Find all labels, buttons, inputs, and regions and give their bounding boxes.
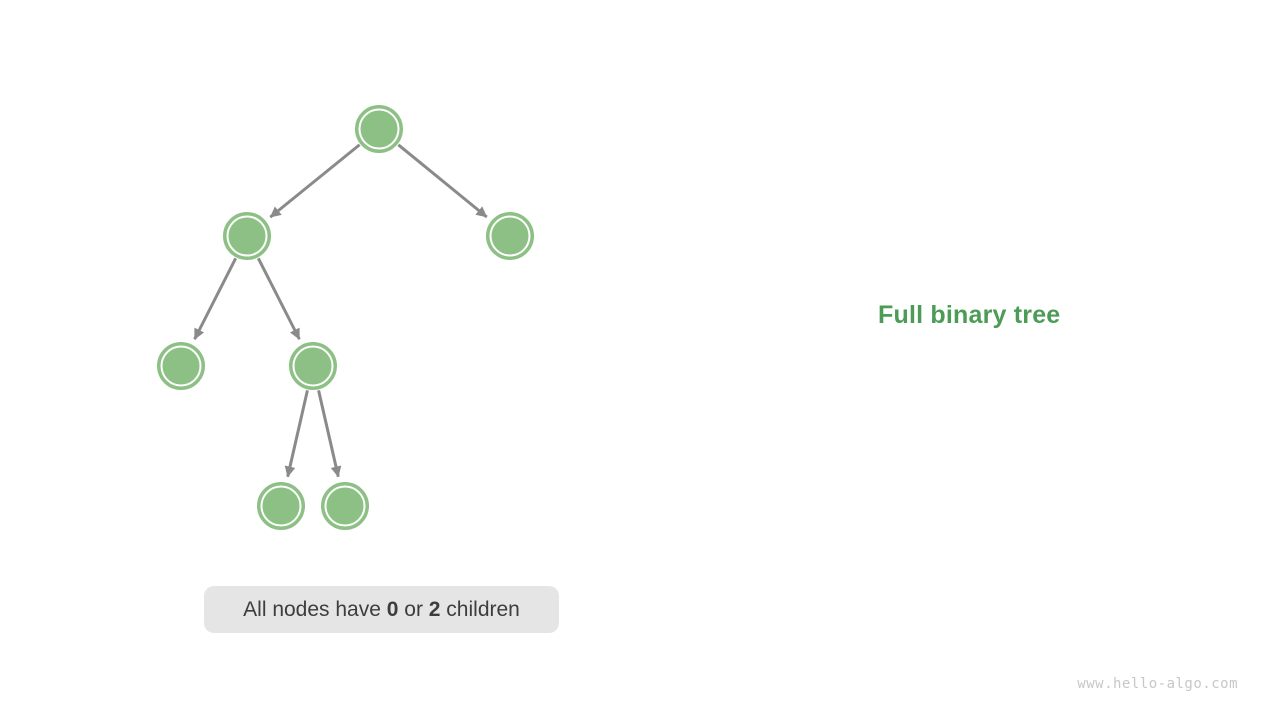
node-circle — [223, 212, 271, 260]
tree-edge-root-l — [269, 143, 361, 219]
watermark: www.hello-algo.com — [1077, 676, 1238, 692]
tree-nodes — [157, 105, 534, 530]
node-circle — [257, 482, 305, 530]
tree-edge-lr-lrr — [317, 390, 342, 478]
tree-edges — [193, 143, 488, 478]
caption-text: children — [440, 597, 520, 621]
node-inner-ring — [292, 345, 334, 387]
tree-node-lrl — [257, 482, 305, 530]
tree-node-lrr — [321, 482, 369, 530]
caption-bold-number: 0 — [386, 597, 399, 621]
node-circle — [321, 482, 369, 530]
caption-text: or — [398, 597, 429, 621]
tree-node-root — [355, 105, 403, 153]
tree-edge-root-r — [397, 143, 488, 219]
diagram-title: Full binary tree — [878, 301, 1061, 329]
node-inner-ring — [226, 215, 268, 257]
node-circle — [486, 212, 534, 260]
tree-edge-lr-lrl — [284, 390, 309, 478]
node-inner-ring — [358, 108, 400, 150]
tree-node-l — [223, 212, 271, 260]
tree-edge-l-ll — [193, 257, 238, 340]
caption-text: All nodes have — [243, 597, 387, 621]
node-inner-ring — [489, 215, 531, 257]
tree-node-ll — [157, 342, 205, 390]
node-inner-ring — [160, 345, 202, 387]
caption-pill: All nodes have 0 or 2 children — [204, 586, 559, 633]
tree-node-r — [486, 212, 534, 260]
node-inner-ring — [324, 485, 366, 527]
node-inner-ring — [260, 485, 302, 527]
caption-bold-number: 2 — [428, 597, 441, 621]
node-circle — [157, 342, 205, 390]
tree-node-lr — [289, 342, 337, 390]
node-circle — [289, 342, 337, 390]
tree-edge-l-lr — [256, 257, 301, 340]
node-circle — [355, 105, 403, 153]
